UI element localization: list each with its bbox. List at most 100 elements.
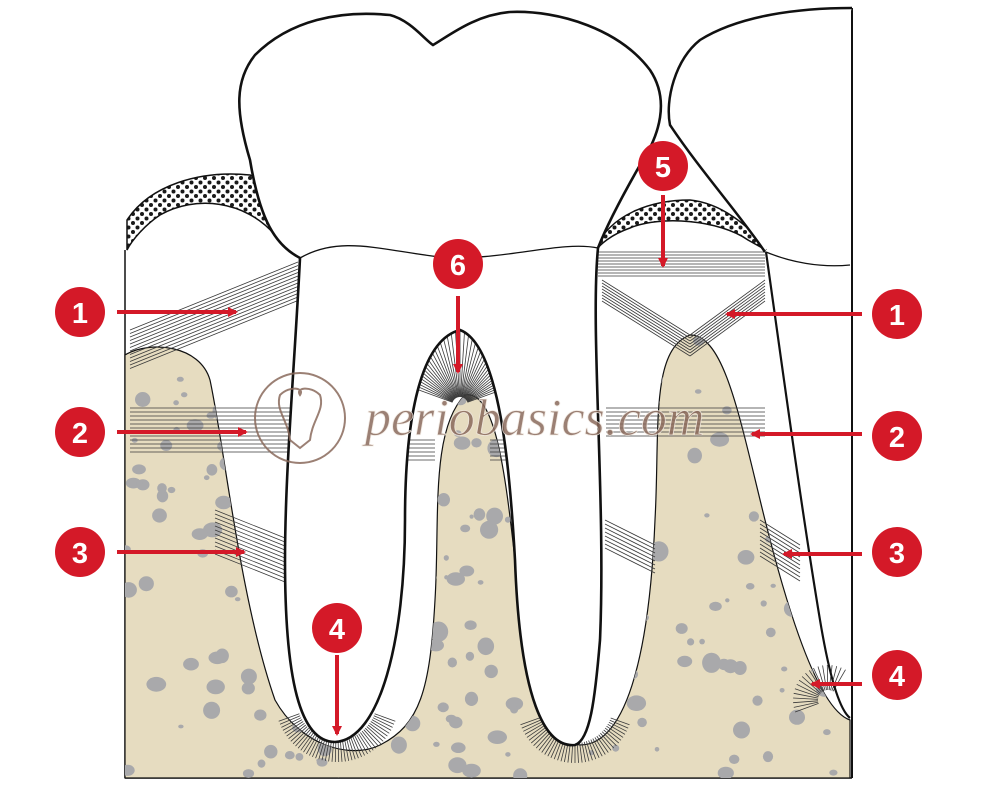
fiber-line <box>344 739 350 761</box>
fiber-line <box>348 738 356 760</box>
bone-pore <box>254 622 263 630</box>
bone-pore <box>480 520 499 539</box>
fiber-line <box>129 282 299 352</box>
bone-pore <box>215 495 233 510</box>
fiber-line <box>689 291 766 348</box>
badge-right-4: 4 <box>872 650 922 700</box>
bone-pore <box>675 623 688 634</box>
fiber-line <box>831 667 842 691</box>
badge-right-4-number: 4 <box>889 661 905 693</box>
fiber-line <box>607 723 626 735</box>
badge-right-3: 3 <box>872 527 922 577</box>
fiber-line <box>579 742 583 763</box>
badge-right-1-number: 1 <box>889 300 905 332</box>
badge-right-2: 2 <box>872 411 922 461</box>
bone-pore <box>295 753 304 761</box>
fiber-line <box>604 543 656 570</box>
bone-pore <box>812 471 823 482</box>
bone-pore <box>176 376 184 382</box>
bone-pore <box>626 695 647 711</box>
bone-pore <box>234 597 241 602</box>
bone-pore <box>125 582 137 598</box>
fiber-line <box>604 535 656 562</box>
bone-pore <box>217 440 233 452</box>
fiber-line <box>604 531 656 558</box>
bone-pore <box>805 471 821 486</box>
bone-pore <box>433 741 440 747</box>
fiber-line <box>214 517 291 549</box>
fiber-line <box>759 519 801 546</box>
fiber-line <box>214 537 291 569</box>
watermark-text: periobasics.com <box>361 390 704 447</box>
bone-pore <box>760 600 767 607</box>
bone-pore <box>834 535 839 541</box>
bone-pore <box>240 668 257 685</box>
fiber-line <box>586 741 593 761</box>
bone-pore <box>704 513 710 518</box>
bone-pore <box>694 389 702 394</box>
fiber-line <box>550 739 560 758</box>
fiber-line <box>363 729 379 747</box>
fiber-line <box>358 733 371 753</box>
bone-pore <box>462 763 481 778</box>
fiber-line <box>541 735 554 753</box>
bone-pore <box>804 457 823 476</box>
bone-pore <box>597 335 602 336</box>
fiber-line <box>284 721 304 734</box>
bone-pore <box>444 575 449 580</box>
bone-pore <box>510 705 519 714</box>
bone-pore <box>178 724 184 729</box>
arrows <box>117 195 862 736</box>
bone-pore <box>770 583 776 588</box>
bone-pore <box>605 456 623 471</box>
fiber-line <box>759 547 801 574</box>
fiber-line <box>365 727 382 745</box>
bone-pore <box>821 602 833 614</box>
bone-pore <box>826 486 843 504</box>
fiber-line <box>759 543 801 570</box>
fiber-line <box>214 553 291 585</box>
fiber-line <box>129 261 299 331</box>
fiber-line <box>321 738 328 761</box>
fiber-line <box>822 665 827 691</box>
bone-pore <box>601 335 614 337</box>
bone-pore <box>632 335 639 340</box>
bone-pore <box>725 598 730 603</box>
fiber-line <box>214 549 291 581</box>
bone-pore <box>464 691 479 707</box>
badge-right-5-number: 5 <box>655 152 671 184</box>
fiber-line <box>300 732 314 751</box>
fiber-line <box>129 296 299 366</box>
fiber-line <box>460 330 465 398</box>
bone-pore <box>829 769 838 776</box>
fiber-line <box>601 282 691 339</box>
fiber-line <box>288 724 307 740</box>
fiber-line <box>361 730 377 749</box>
fiber-line <box>214 513 291 545</box>
fiber-line <box>689 279 766 336</box>
bone-pore <box>411 455 416 460</box>
fiber-line <box>609 719 629 729</box>
watermark: periobasics.com <box>254 372 705 464</box>
bone-pore <box>242 769 255 778</box>
fiber-line <box>295 729 311 747</box>
fiber-line <box>553 740 562 760</box>
bone-pore <box>225 585 238 598</box>
bone-pore <box>687 638 695 646</box>
fiber-line <box>372 717 393 728</box>
bone-pore <box>816 371 829 384</box>
fiber-line <box>360 732 374 751</box>
fiber-line <box>538 734 552 751</box>
fiber-line <box>601 294 691 351</box>
bone-pore <box>832 330 838 335</box>
fiber-line <box>606 725 624 738</box>
tooth-logo-icon <box>254 372 346 464</box>
fiber-line <box>373 715 395 725</box>
fiber-line <box>590 739 600 758</box>
fiber-line <box>588 740 597 760</box>
fiber-line <box>601 285 691 342</box>
badge-right-3-number: 3 <box>889 538 905 570</box>
fiber-line <box>601 300 691 357</box>
fiber-line <box>604 547 656 574</box>
